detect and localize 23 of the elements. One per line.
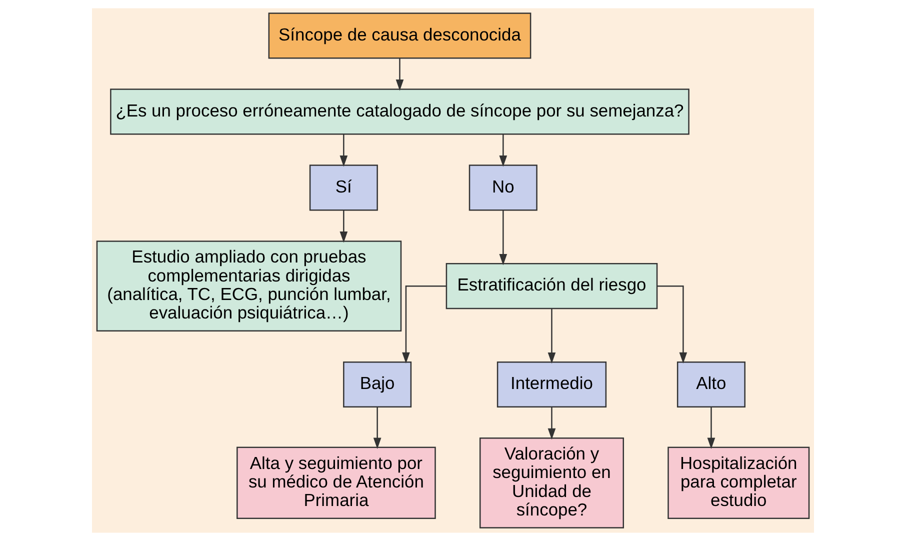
node-box: Estudio ampliado con pruebas complementarias dirigidas (analítica, TC, ECG, punción lumbar, evaluación psiquiátrica…) — [96, 240, 402, 332]
arrow — [372, 407, 381, 449]
node-box: Intermedio — [496, 361, 606, 408]
node-box: Alta y seguimiento por su médico de Atención Primaria — [236, 446, 436, 520]
arrow — [339, 134, 348, 167]
arrow — [547, 407, 556, 440]
arrow — [656, 285, 687, 364]
arrow — [706, 407, 715, 449]
node-box: Valoración y seguimiento en Unidad de síncope? — [478, 437, 624, 528]
node-box: Síncope de causa desconocida — [268, 12, 531, 59]
node-box: Estratificación del riesgo — [445, 263, 658, 310]
node-box: Hospitalización para completar estudio — [667, 446, 810, 520]
arrow — [498, 210, 507, 266]
node-box: Alto — [676, 361, 745, 408]
arrow — [498, 134, 507, 167]
node-box: ¿Es un proceso erróneamente catalogado de síncope por su semejanza? — [110, 88, 689, 135]
node-box: Sí — [308, 164, 378, 211]
arrow — [339, 210, 348, 243]
node-box: No — [468, 164, 537, 211]
arrow — [402, 285, 446, 364]
arrow — [395, 58, 404, 91]
arrow — [547, 308, 556, 364]
node-box: Bajo — [342, 361, 412, 408]
